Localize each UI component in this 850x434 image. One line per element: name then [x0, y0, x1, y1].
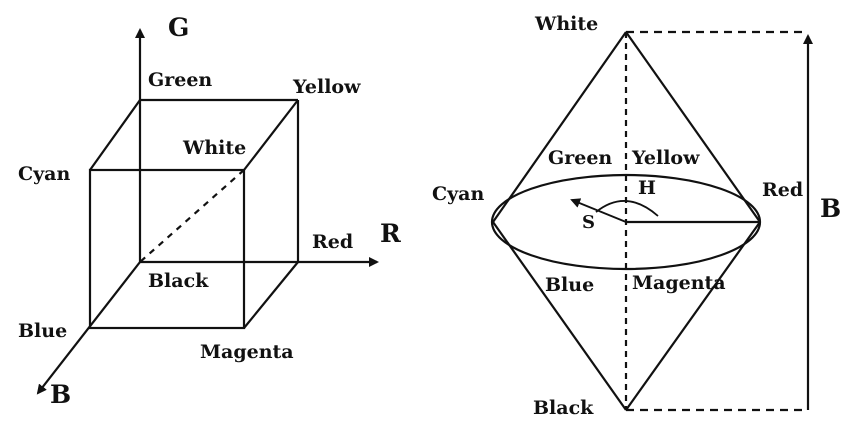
hsb-double-cone	[490, 30, 813, 412]
cube-diagonal-dashed	[139, 169, 245, 263]
b-axis-label: B	[50, 380, 71, 409]
label-magenta: Magenta	[200, 341, 294, 363]
cone-b-axis-label: B	[820, 194, 841, 223]
cone-top-right-edge	[625, 31, 761, 223]
cube-front-face	[88, 168, 246, 330]
label-red: Red	[312, 231, 353, 253]
rgb-cube	[36, 28, 379, 395]
cone-label-yellow: Yellow	[631, 147, 700, 169]
cone-label-saturation: S	[582, 212, 595, 233]
label-blue: Blue	[18, 320, 67, 342]
cube-edge-green-cyan	[89, 99, 141, 171]
cube-edge-red-magenta	[243, 261, 299, 329]
cone-top-left-edge	[492, 31, 627, 223]
cone-label-white: White	[534, 13, 598, 35]
cone-label-blue: Blue	[545, 274, 594, 296]
label-cyan: Cyan	[18, 163, 70, 185]
label-yellow: Yellow	[292, 76, 361, 98]
label-green: Green	[148, 69, 212, 91]
cone-label-cyan: Cyan	[432, 183, 484, 205]
r-axis-label: R	[380, 219, 401, 248]
label-black: Black	[148, 270, 209, 292]
cone-label-green: Green	[548, 147, 612, 169]
cone-bottom-left-edge	[492, 221, 627, 411]
cone-label-magenta: Magenta	[632, 272, 726, 294]
cone-label-hue: H	[638, 177, 656, 199]
cube-edge-yellow-white	[243, 99, 299, 171]
cone-label-red: Red	[762, 179, 803, 201]
cone-bottom-right-edge	[625, 221, 761, 411]
hue-arc	[595, 200, 659, 217]
g-axis-label: G	[168, 13, 189, 42]
saturation-arrow	[570, 198, 627, 223]
label-white: White	[182, 137, 246, 159]
cone-label-black: Black	[533, 397, 594, 419]
